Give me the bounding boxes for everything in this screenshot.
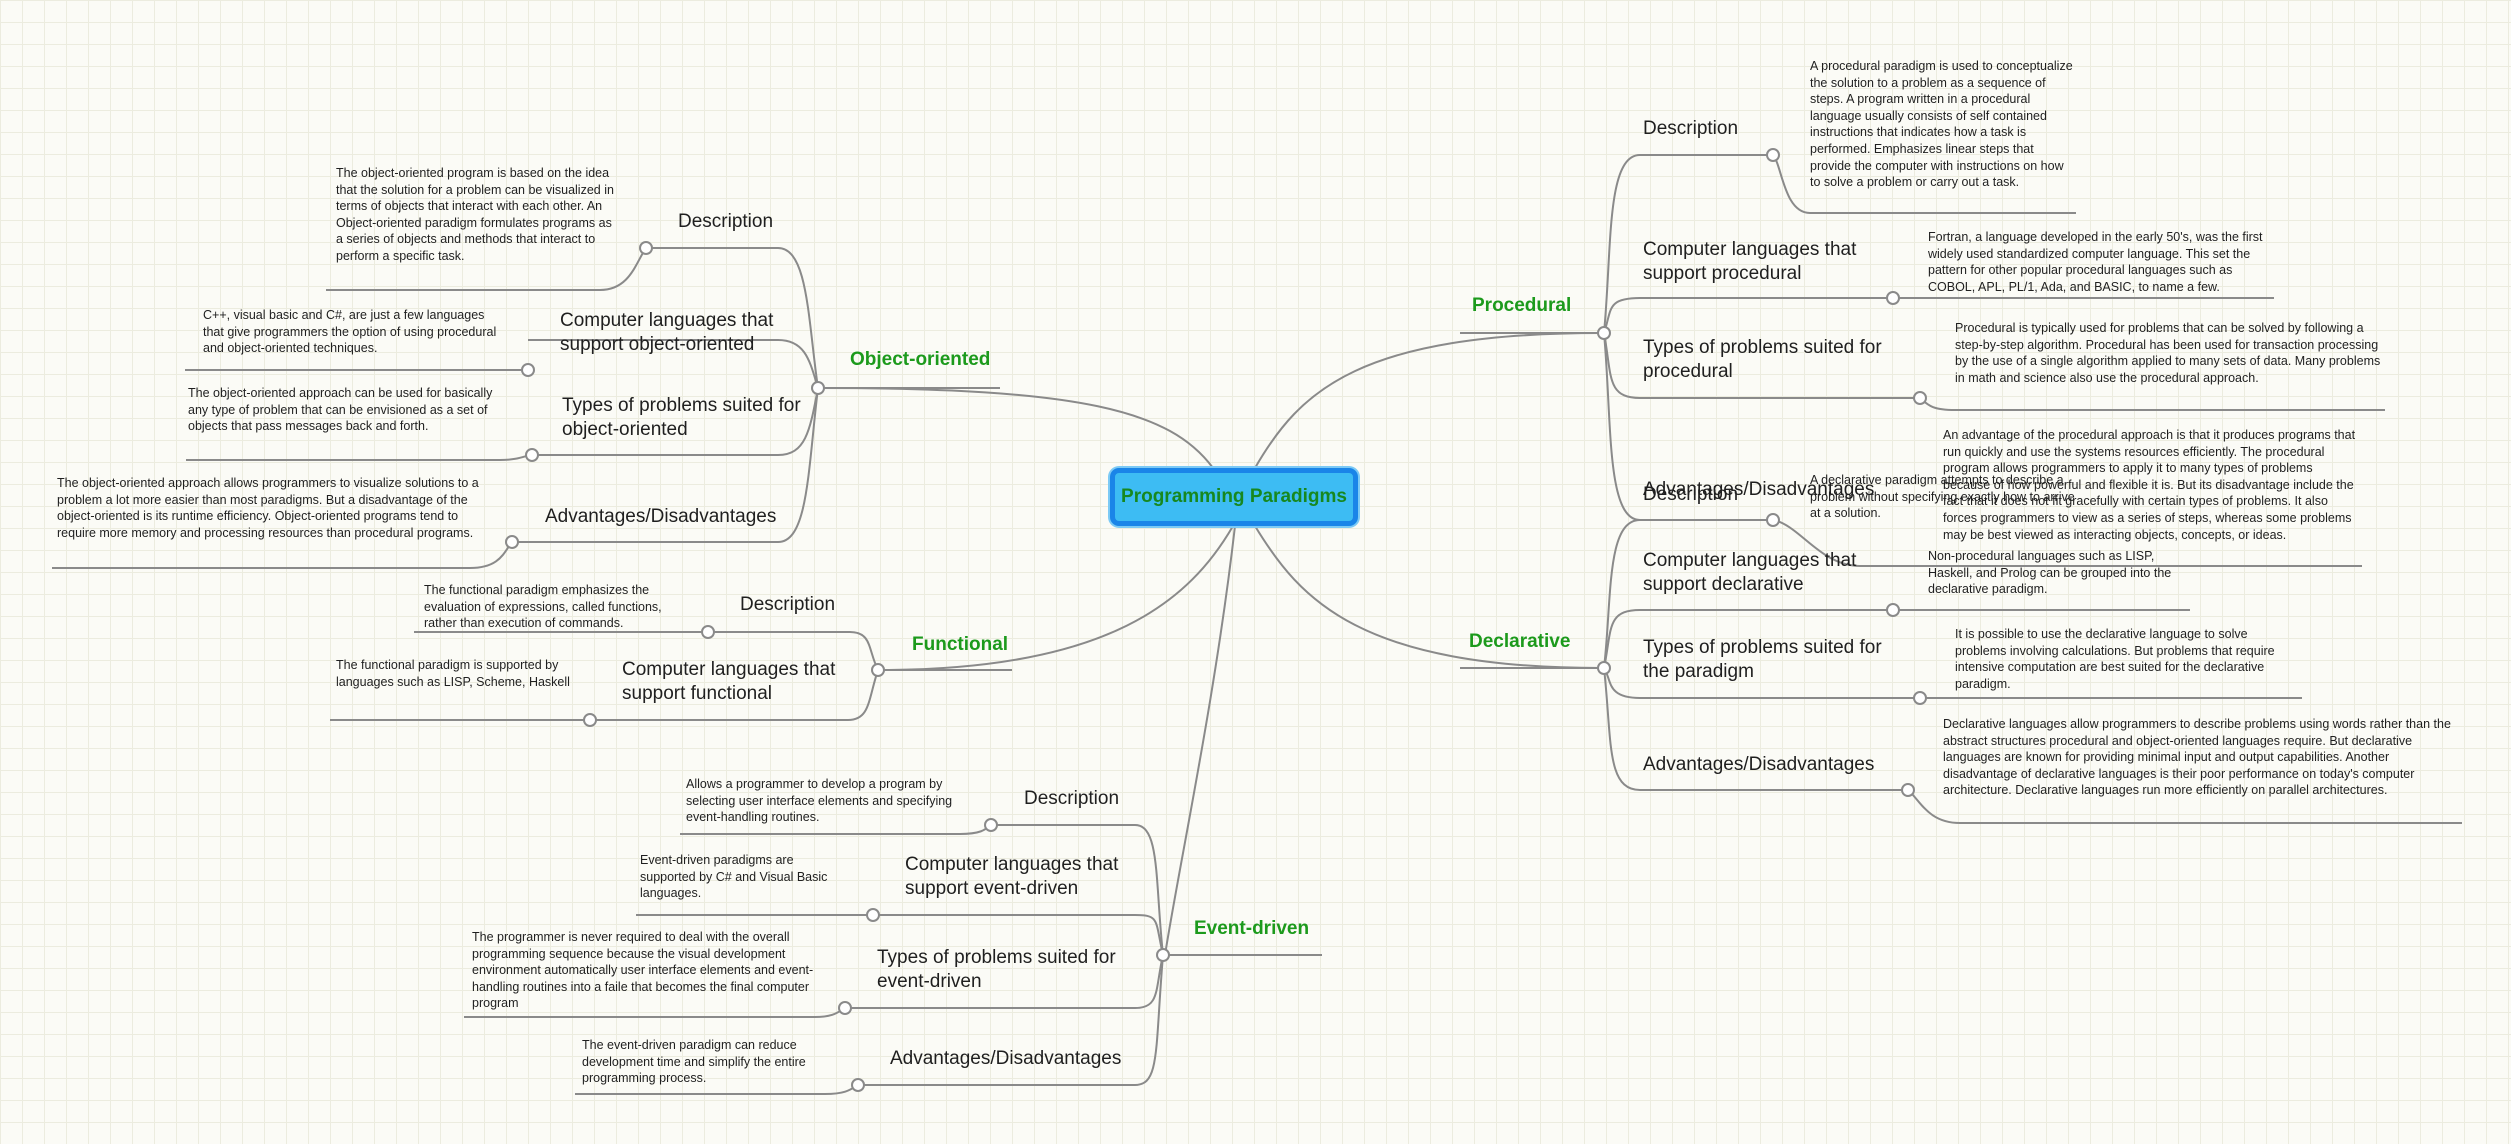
note-oo-advantages: The object-oriented approach allows prog… — [57, 476, 479, 540]
link-center-object-oriented — [819, 387, 1214, 469]
collapse-handle-event-driven — [1156, 948, 1170, 962]
topic-ed-languages[interactable]: Computer languages that support event-dr… — [905, 854, 1119, 899]
topic-pr-description[interactable]: Description — [1643, 118, 1739, 139]
note-ed-description: Allows a programmer to develop a program… — [686, 777, 953, 825]
branch-declarative[interactable]: Declarative — [1469, 631, 1571, 652]
topic-oo-description[interactable]: Description — [678, 211, 774, 232]
note-oo-description: The object-oriented program is based on … — [336, 166, 614, 263]
central-topic[interactable]: Programming Paradigms — [1110, 468, 1358, 526]
collapse-handle-declarative — [1597, 661, 1611, 675]
note-de-advantages: Declarative languages allow programmers … — [1943, 717, 2451, 798]
note-oo-languages: C++, visual basic and C#, are just a few… — [203, 308, 497, 356]
topic-ed-advantages[interactable]: Advantages/Disadvantages — [890, 1048, 1122, 1069]
note-pr-languages: Fortran, a language developed in the ear… — [1928, 230, 2263, 294]
topic-de-description[interactable]: Description — [1643, 484, 1739, 505]
link-center-functional — [879, 525, 1234, 671]
branch-event-driven[interactable]: Event-driven — [1194, 918, 1310, 939]
branch-object-oriented[interactable]: Object-oriented — [850, 349, 991, 370]
topic-fn-languages[interactable]: Computer languages that support function… — [622, 659, 836, 704]
topic-oo-advantages[interactable]: Advantages/Disadvantages — [545, 506, 777, 527]
collapse-handle-object-oriented — [811, 381, 825, 395]
branch-procedural[interactable]: Procedural — [1472, 295, 1572, 316]
topic-oo-problems[interactable]: Types of problems suited for object-orie… — [562, 395, 801, 440]
note-fn-languages: The functional paradigm is supported by … — [336, 658, 570, 689]
note-de-languages: Non-procedural languages such as LISP, H… — [1928, 549, 2172, 597]
topic-de-problems[interactable]: Types of problems suited for the paradig… — [1643, 637, 1882, 682]
topic-ed-problems[interactable]: Types of problems suited for event-drive… — [877, 947, 1116, 992]
topic-pr-advantages[interactable]: Advantages/Disadvantages — [1643, 479, 1875, 500]
note-fn-description: The functional paradigm emphasizes the e… — [424, 583, 662, 631]
central-topic-label: Programming Paradigms — [1121, 486, 1347, 507]
topic-de-languages[interactable]: Computer languages that support declarat… — [1643, 550, 1857, 595]
link-center-event-driven — [1164, 525, 1236, 956]
note-ed-languages: Event-driven paradigms are supported by … — [640, 853, 828, 901]
topic-pr-problems[interactable]: Types of problems suited for procedural — [1643, 337, 1882, 382]
note-ed-problems: The programmer is never required to deal… — [472, 930, 814, 1011]
note-oo-problems: The object-oriented approach can be used… — [188, 386, 493, 434]
topic-pr-languages[interactable]: Computer languages that support procedur… — [1643, 239, 1857, 284]
topic-oo-languages[interactable]: Computer languages that support object-o… — [560, 310, 774, 355]
collapse-handle-procedural — [1597, 326, 1611, 340]
link-center-declarative — [1254, 525, 1603, 669]
note-pr-advantages: An advantage of the procedural approach … — [1943, 428, 2356, 542]
link-center-procedural — [1254, 332, 1603, 469]
collapse-handle-functional — [871, 663, 885, 677]
note-ed-advantages: The event-driven paradigm can reduce dev… — [582, 1038, 806, 1086]
topic-ed-description[interactable]: Description — [1024, 788, 1120, 809]
branch-functional[interactable]: Functional — [912, 634, 1009, 655]
topic-fn-description[interactable]: Description — [740, 594, 836, 615]
note-pr-problems: Procedural is typically used for problem… — [1955, 321, 2381, 385]
topic-de-advantages[interactable]: Advantages/Disadvantages — [1643, 754, 1875, 775]
note-pr-description: A procedural paradigm is used to concept… — [1810, 59, 2073, 190]
note-de-description: A declarative paradigm attempts to descr… — [1810, 473, 2075, 521]
note-de-problems: It is possible to use the declarative la… — [1955, 627, 2275, 691]
